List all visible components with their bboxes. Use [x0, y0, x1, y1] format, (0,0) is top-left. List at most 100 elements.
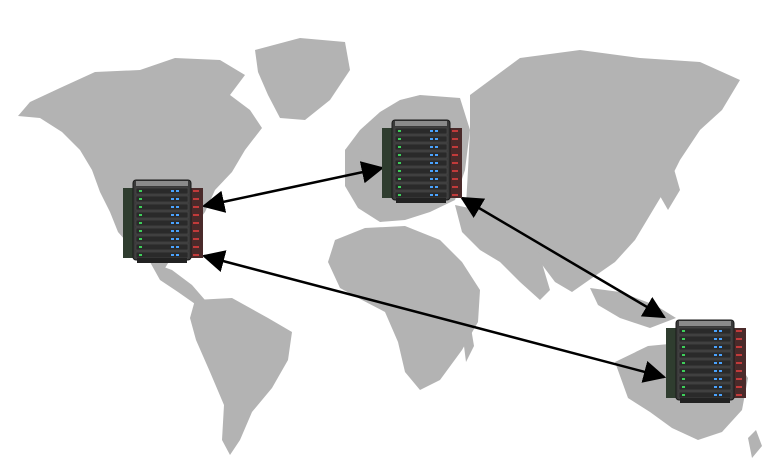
- rack-side-panel: [666, 328, 678, 398]
- rack-led-blue: [714, 346, 717, 348]
- rack-unit: [394, 127, 448, 135]
- rack-led-red: [193, 190, 199, 192]
- continent-new-zealand: [748, 430, 762, 458]
- rack-led-blue: [430, 186, 433, 188]
- rack-led-green: [139, 254, 142, 256]
- server-australia: [666, 319, 746, 403]
- rack-led-blue: [430, 178, 433, 180]
- rack-unit: [678, 327, 732, 335]
- rack-led-red: [452, 146, 458, 148]
- rack-led-green: [139, 222, 142, 224]
- rack-led-blue: [435, 178, 438, 180]
- rack-led-green: [682, 338, 685, 340]
- rack-unit: [394, 135, 448, 143]
- rack-unit: [678, 351, 732, 359]
- rack-led-blue: [176, 254, 179, 256]
- server-north-america: [123, 179, 203, 263]
- rack-led-blue: [714, 338, 717, 340]
- rack-led-blue: [435, 130, 438, 132]
- rack-led-blue: [719, 370, 722, 372]
- rack-unit: [135, 211, 189, 219]
- rack-unit: [394, 151, 448, 159]
- rack-led-red: [193, 206, 199, 208]
- rack-unit: [135, 227, 189, 235]
- rack-led-green: [398, 194, 401, 196]
- rack-led-green: [398, 170, 401, 172]
- rack-unit: [678, 367, 732, 375]
- rack-unit: [678, 359, 732, 367]
- rack-unit: [394, 159, 448, 167]
- rack-led-green: [398, 178, 401, 180]
- rack-led-green: [682, 330, 685, 332]
- rack-led-red: [736, 362, 742, 364]
- rack-led-blue: [430, 138, 433, 140]
- rack-led-green: [682, 370, 685, 372]
- rack-led-red: [452, 186, 458, 188]
- rack-top: [136, 181, 188, 186]
- rack-led-red: [193, 198, 199, 200]
- rack-led-red: [193, 238, 199, 240]
- rack-led-blue: [176, 198, 179, 200]
- rack-led-red: [736, 354, 742, 356]
- rack-unit: [135, 203, 189, 211]
- rack-led-blue: [430, 194, 433, 196]
- rack-led-red: [193, 222, 199, 224]
- rack-led-red: [452, 178, 458, 180]
- rack-led-green: [139, 206, 142, 208]
- rack-led-blue: [719, 330, 722, 332]
- rack-unit: [678, 391, 732, 399]
- rack-led-blue: [719, 378, 722, 380]
- rack-base: [396, 198, 446, 203]
- rack-led-green: [682, 362, 685, 364]
- rack-led-green: [682, 354, 685, 356]
- continent-central-america: [150, 262, 205, 306]
- rack-led-green: [139, 238, 142, 240]
- rack-led-blue: [435, 154, 438, 156]
- rack-led-blue: [714, 354, 717, 356]
- rack-led-blue: [176, 206, 179, 208]
- rack-unit: [394, 175, 448, 183]
- rack-unit: [678, 375, 732, 383]
- rack-led-blue: [719, 386, 722, 388]
- rack-led-blue: [171, 246, 174, 248]
- rack-led-red: [452, 194, 458, 196]
- rack-unit: [135, 235, 189, 243]
- rack-led-red: [736, 394, 742, 396]
- rack-led-blue: [719, 354, 722, 356]
- rack-led-green: [398, 162, 401, 164]
- rack-led-green: [139, 230, 142, 232]
- rack-led-green: [682, 394, 685, 396]
- rack-top: [679, 321, 731, 326]
- rack-led-blue: [435, 194, 438, 196]
- rack-led-red: [193, 254, 199, 256]
- link-north-america-europe: [201, 161, 385, 213]
- rack-led-green: [398, 186, 401, 188]
- rack-led-blue: [430, 146, 433, 148]
- rack-led-red: [452, 138, 458, 140]
- rack-led-blue: [171, 214, 174, 216]
- server-rack-icon: [382, 119, 462, 203]
- rack-unit: [135, 251, 189, 259]
- rack-led-blue: [176, 190, 179, 192]
- rack-unit: [678, 343, 732, 351]
- rack-led-green: [139, 198, 142, 200]
- server-europe: [382, 119, 462, 203]
- rack-led-blue: [714, 394, 717, 396]
- rack-side-panel: [123, 188, 135, 258]
- rack-led-blue: [176, 238, 179, 240]
- rack-led-blue: [171, 238, 174, 240]
- rack-unit: [394, 183, 448, 191]
- rack-side-panel: [382, 128, 394, 198]
- rack-unit: [394, 191, 448, 199]
- rack-led-blue: [171, 190, 174, 192]
- rack-led-green: [682, 346, 685, 348]
- rack-led-green: [398, 130, 401, 132]
- rack-unit: [135, 195, 189, 203]
- rack-led-red: [736, 330, 742, 332]
- rack-led-red: [736, 346, 742, 348]
- rack-led-green: [398, 146, 401, 148]
- rack-unit: [135, 243, 189, 251]
- rack-led-blue: [430, 130, 433, 132]
- links: [201, 161, 667, 383]
